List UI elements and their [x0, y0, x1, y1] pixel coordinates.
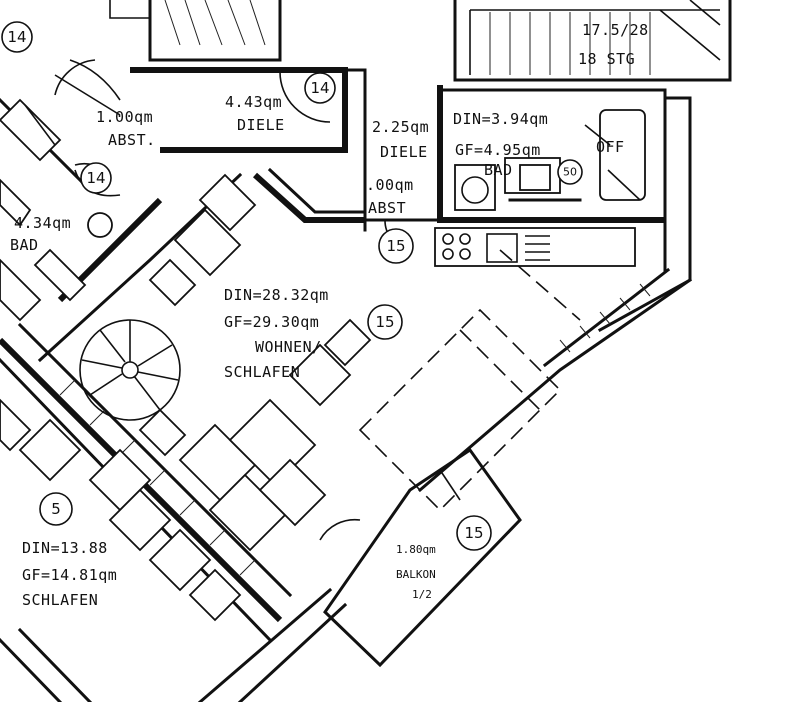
marker-50-bad: 50	[557, 159, 583, 185]
svg-text:14: 14	[7, 28, 26, 46]
bad-left-area: 4.34qm	[14, 214, 71, 232]
kitchen-counter	[434, 227, 636, 267]
svg-text:15: 15	[464, 524, 483, 542]
svg-text:14: 14	[310, 79, 329, 97]
marker-14-top-left: 14	[1, 21, 33, 53]
balkon-name2: 1/2	[412, 588, 432, 601]
living-furniture	[138, 173, 372, 552]
stair-label-steps: 18 STG	[578, 50, 635, 68]
svg-text:14: 14	[86, 169, 105, 187]
bed-dashed	[358, 249, 581, 512]
marker-14-bad: 14	[80, 162, 112, 194]
abst-left-name: ABST.	[108, 131, 156, 149]
svg-text:15: 15	[375, 313, 394, 331]
wohnen-name2: SCHLAFEN	[224, 363, 300, 381]
bad-top-din: DIN=3.94qm	[453, 110, 548, 128]
bath-right-fixtures	[454, 109, 646, 211]
bad-top-name: BAD	[484, 161, 513, 179]
room-markers: 14 14 14 15 15 5 15 50	[1, 21, 583, 551]
bad-top-gf: GF=4.95qm	[455, 141, 541, 159]
stair-block-top	[109, 0, 282, 62]
bedroom-furniture	[0, 398, 242, 622]
marker-15-wohnen: 15	[367, 304, 403, 340]
diele-right-area: 2.25qm	[372, 118, 429, 136]
schlafen-din: DIN=13.88	[22, 539, 108, 557]
diele-right-name: DIELE	[380, 143, 428, 161]
stair-label-rise: 17.5/28	[582, 21, 649, 39]
balkon-area: 1.80qm	[396, 543, 436, 556]
abst-mid-area: .00qm	[366, 176, 414, 194]
marker-5-schlafen: 5	[39, 492, 73, 526]
balkon-name1: BALKON	[396, 568, 436, 581]
bath-left-fixtures	[0, 59, 121, 322]
svg-text:5: 5	[51, 500, 61, 518]
room-labels: 1.00qm ABST. 4.43qm DIELE 2.25qm DIELE D…	[10, 93, 625, 609]
spiral-stair	[79, 319, 181, 421]
wohnen-gf: GF=29.30qm	[224, 313, 319, 331]
marker-14-diele: 14	[304, 72, 336, 104]
off-label: OFF	[596, 138, 625, 156]
svg-text:50: 50	[563, 166, 577, 179]
staircase: 17.5/28 18 STG	[453, 0, 732, 82]
bad-left-name: BAD	[10, 236, 39, 254]
diele-top-area: 4.43qm	[225, 93, 282, 111]
abst-left-area: 1.00qm	[96, 108, 153, 126]
marker-15-abst: 15	[378, 228, 414, 264]
schlafen-gf: GF=14.81qm	[22, 566, 117, 584]
marker-15-balkon: 15	[456, 515, 492, 551]
schlafen-name: SCHLAFEN	[22, 591, 98, 609]
abst-mid-name: ABST	[368, 199, 406, 217]
wohnen-name1: WOHNEN/	[255, 338, 322, 356]
wohnen-din: DIN=28.32qm	[224, 286, 329, 304]
diele-top-name: DIELE	[237, 116, 285, 134]
svg-text:15: 15	[386, 237, 405, 255]
balcony	[323, 447, 522, 668]
